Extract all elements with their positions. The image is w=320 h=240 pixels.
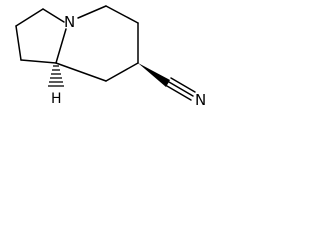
nitrile-nitrogen-label: N	[195, 91, 206, 109]
piperidine-ring	[55, 5, 139, 82]
nitrogen-label: N	[64, 13, 75, 31]
bond-c8-c8a	[55, 62, 107, 82]
nitrile-triple-bond	[166, 77, 196, 101]
bond-n-c5	[77, 5, 107, 19]
bond-c7-c8	[105, 62, 139, 82]
hashed-bond-h	[48, 65, 64, 87]
wedge-bond-cn	[138, 63, 170, 87]
pyrrolidine-ring	[15, 8, 67, 64]
bond-c3-c2	[15, 8, 44, 27]
bond-c2-c1	[15, 25, 22, 61]
bond-c1-c8a	[20, 59, 57, 64]
molecule-structure: N H N	[15, 5, 206, 109]
bond-c8a-n	[55, 28, 67, 64]
bond-c5-c6	[105, 5, 139, 24]
stereo-hydrogen-label: H	[51, 91, 62, 107]
bond-n-c3	[42, 8, 65, 23]
